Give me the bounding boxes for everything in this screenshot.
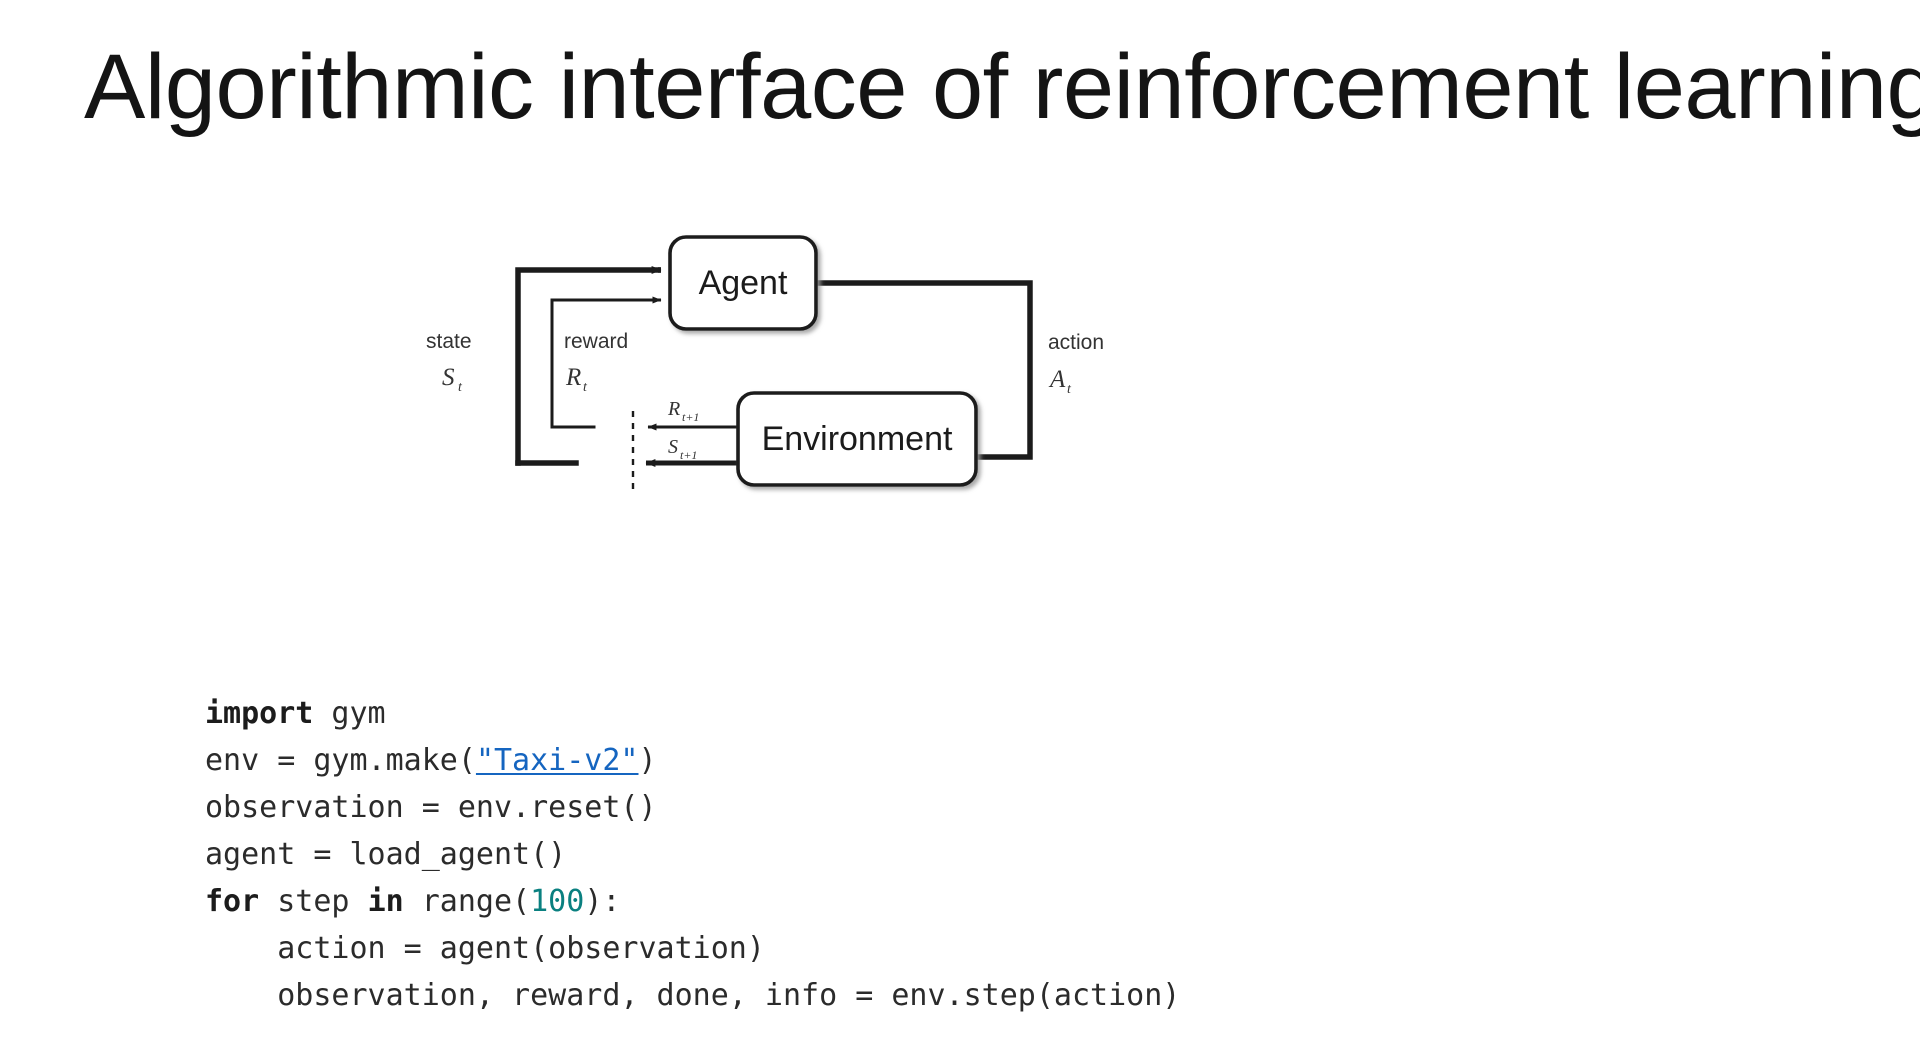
state-next-label: S t+1 <box>668 436 697 462</box>
state-subscript: t <box>458 380 463 395</box>
code-keyword: in <box>367 884 404 919</box>
action-label-text: action <box>1048 331 1104 354</box>
code-line: agent = load_agent() <box>205 831 1180 878</box>
action-symbol: A <box>1048 366 1066 393</box>
reward-label-text: reward <box>564 330 628 353</box>
state-next-subscript: t+1 <box>680 448 697 462</box>
code-line: action = agent(observation) <box>205 925 1180 972</box>
code-number: 100 <box>530 884 585 919</box>
reward-edge-path <box>550 296 662 429</box>
code-line: observation, reward, done, info = env.st… <box>205 972 1180 1019</box>
agent-node: Agent <box>668 235 818 331</box>
code-text: step <box>259 884 368 919</box>
code-text: env = gym.make( <box>205 743 476 778</box>
code-link-taxi-v2[interactable]: "Taxi-v2" <box>475 743 639 778</box>
code-line: import gym <box>205 690 1180 737</box>
reward-symbol: R <box>565 364 581 391</box>
reward-next-label: R t+1 <box>667 398 699 424</box>
code-keyword: import <box>205 696 314 731</box>
state-label-text: state <box>426 330 472 353</box>
agent-node-label: Agent <box>699 264 788 302</box>
reward-edge-label: reward R t <box>564 330 628 395</box>
action-edge-label: action A t <box>1048 331 1104 397</box>
code-line: env = gym.make("Taxi-v2") <box>205 737 1180 784</box>
code-line: for step in range(100): <box>205 878 1180 925</box>
code-text: observation, reward, done, info = env.st… <box>205 978 1181 1013</box>
code-text: gym <box>313 696 386 731</box>
code-text: observation = env.reset() <box>205 790 657 825</box>
code-text: action = agent(observation) <box>205 931 765 966</box>
code-text: ) <box>638 743 657 778</box>
environment-node: Environment <box>736 391 978 487</box>
code-text: range( <box>403 884 531 919</box>
environment-node-label: Environment <box>762 420 953 458</box>
code-text: agent = load_agent() <box>205 837 567 872</box>
code-keyword: for <box>205 884 260 919</box>
code-text: ): <box>584 884 621 919</box>
state-edge-label: state S t <box>426 330 472 395</box>
agent-environment-diagram: Agent Environment state S t reward R t <box>380 215 1340 535</box>
state-next-symbol: S <box>668 436 678 458</box>
code-line: observation = env.reset() <box>205 784 1180 831</box>
reward-next-symbol: R <box>667 398 680 420</box>
state-symbol: S <box>442 364 455 391</box>
action-subscript: t <box>1067 382 1072 397</box>
reward-subscript: t <box>583 380 588 395</box>
page-title: Algorithmic interface of reinforcement l… <box>84 36 1920 138</box>
state-edge-path <box>515 266 662 466</box>
reward-next-subscript: t+1 <box>682 410 699 424</box>
